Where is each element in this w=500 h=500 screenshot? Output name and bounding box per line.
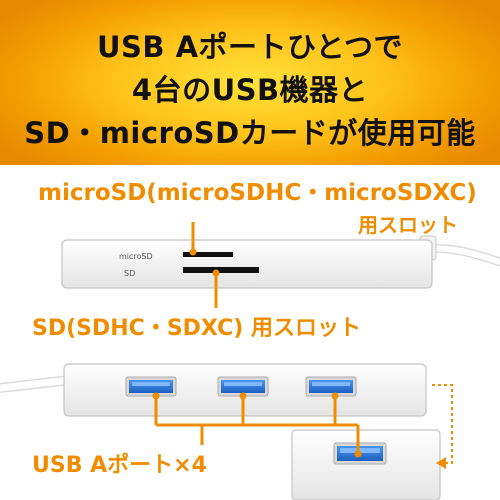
hub-top-view: microSD SD	[61, 235, 500, 289]
sd-slot-label: SD(SDHC・SDXC) 用スロット	[32, 316, 361, 341]
hub-side-view	[0, 363, 427, 417]
hub-end-view	[291, 429, 441, 500]
port-callout-lines	[152, 392, 362, 458]
usb-port	[305, 376, 357, 397]
headline-line-1: USB Aポートひとつで	[96, 30, 404, 64]
headline-line-2: 4台のUSB機器と	[131, 73, 369, 107]
usb-ports-label: USB Aポート×4	[32, 453, 207, 478]
usb-port	[125, 376, 177, 397]
microsd-slot-label-line-2: 用スロット	[358, 213, 458, 237]
callout-lines	[189, 222, 220, 308]
microsd-slot	[183, 252, 233, 257]
sd-slot	[183, 267, 259, 273]
usb-port	[217, 376, 269, 397]
microsd-print: microSD	[119, 252, 153, 261]
microsd-slot-label-line-1: microSD(microSDHC・microSDXC)	[38, 180, 477, 206]
sd-print: SD	[124, 269, 135, 278]
rotate-arrow-icon	[432, 384, 453, 469]
headline-banner	[0, 0, 500, 165]
headline-line-3: SD・microSDカードが使用可能	[24, 116, 476, 150]
